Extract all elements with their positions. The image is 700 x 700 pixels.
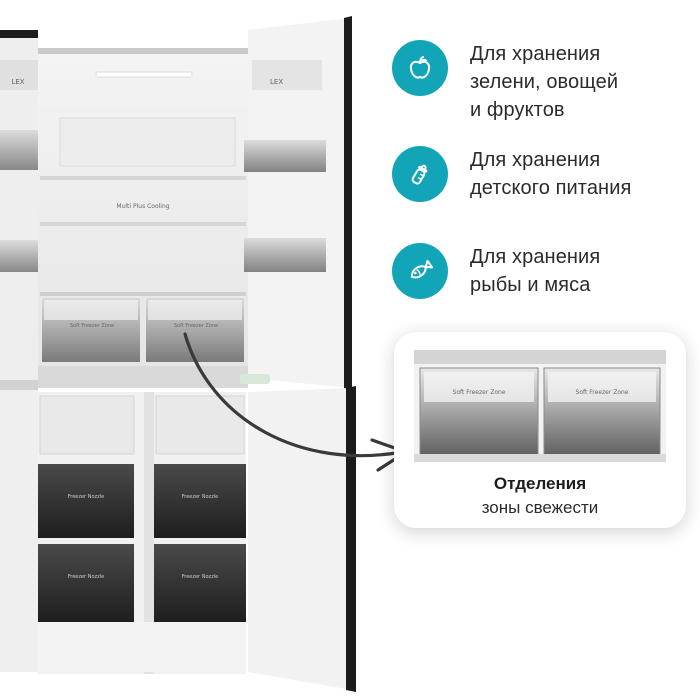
callout-title: Отделения xyxy=(493,474,587,493)
apple-icon xyxy=(392,40,448,96)
fridge-drawing: LEX Multi Plus Cooling Soft Freezer Zone… xyxy=(0,16,356,692)
svg-text:Freezer Nozzle: Freezer Nozzle xyxy=(68,494,104,500)
feature-fish-meat-text: Для хранения рыбы и мяса xyxy=(470,246,601,296)
callout-subtitle: зоны свежести xyxy=(481,498,599,517)
right-door: LEX xyxy=(244,16,352,390)
fridge-illustration: LEX Multi Plus Cooling Soft Freezer Zone… xyxy=(0,16,356,692)
feature-produce: Для хранения зелени, овощей и фруктов xyxy=(392,40,618,124)
svg-text:LEX: LEX xyxy=(270,78,283,86)
svg-text:Soft Freezer Zone: Soft Freezer Zone xyxy=(174,323,218,329)
feature-fish-meat: Для хранения рыбы и мяса xyxy=(392,243,600,299)
svg-text:Soft Freezer Zone: Soft Freezer Zone xyxy=(576,389,629,396)
fridge-compartment: Multi Plus Cooling Soft Freezer Zone Sof… xyxy=(38,48,248,388)
freshness-zone-callout: Soft Freezer Zone Soft Freezer Zone Отде… xyxy=(394,332,686,528)
svg-text:Freezer Nozzle: Freezer Nozzle xyxy=(182,574,218,580)
baby-bottle-icon xyxy=(392,146,448,202)
feature-produce-text: Для хранения зелени, овощей и фруктов xyxy=(470,43,619,121)
svg-text:Freezer Nozzle: Freezer Nozzle xyxy=(182,494,218,500)
svg-text:Soft Freezer Zone: Soft Freezer Zone xyxy=(70,323,114,329)
svg-text:LEX: LEX xyxy=(11,78,24,86)
feature-baby-food-text: Для хранения детского питания xyxy=(470,149,632,199)
svg-text:Soft Freezer Zone: Soft Freezer Zone xyxy=(453,389,506,396)
svg-text:Multi Plus Cooling: Multi Plus Cooling xyxy=(116,203,169,210)
freezer-compartment: Freezer Nozzle Freezer Nozzle Freezer No… xyxy=(0,374,356,692)
svg-text:Freezer Nozzle: Freezer Nozzle xyxy=(68,574,104,580)
freshness-drawers-photo: Soft Freezer Zone Soft Freezer Zone xyxy=(414,350,666,462)
fish-icon xyxy=(392,243,448,299)
feature-baby-food: Для хранения детского питания xyxy=(392,146,631,202)
